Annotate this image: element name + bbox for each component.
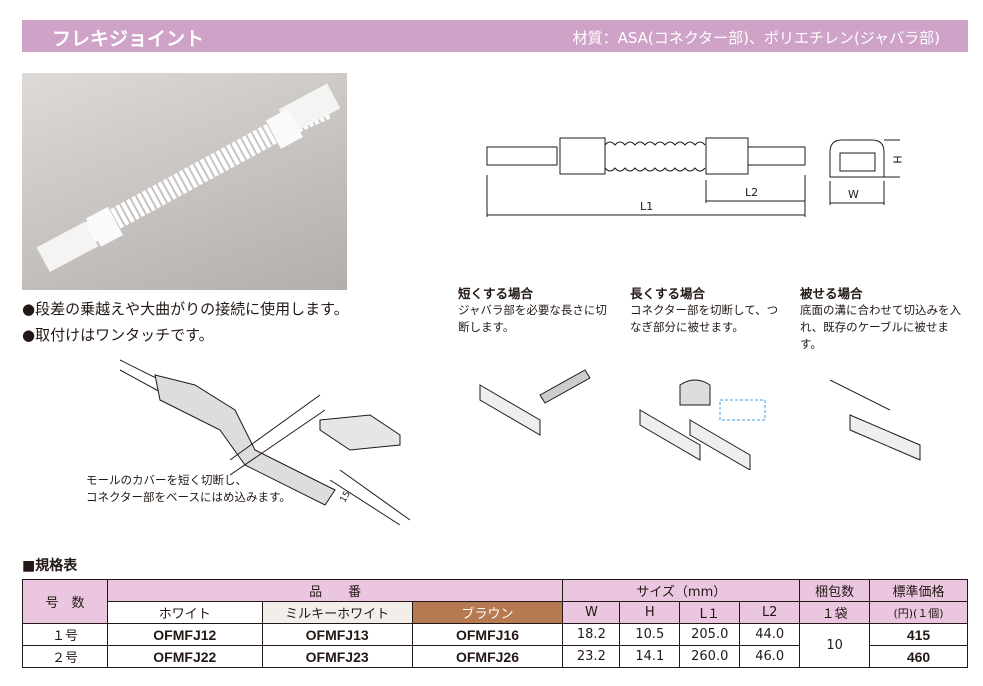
case-text: ジャバラ部を必要な長さに切断します。: [458, 303, 607, 334]
cell-white: OFMFJ22: [106, 645, 263, 668]
cell-number: ２号: [22, 645, 108, 668]
cell-brown: OFMFJ26: [411, 645, 564, 668]
title-banner: フレキジョイント 材質：ASA(コネクター部)、ポリエチレン(ジャバラ部): [22, 20, 968, 52]
l2-label: L2: [745, 186, 759, 199]
cell-l2: 44.0: [739, 623, 801, 646]
case-title: 長くする場合: [630, 286, 706, 301]
header-size: サイズ（mm）: [562, 579, 801, 602]
w-label: W: [848, 188, 859, 201]
header-price2: (円)(１個): [869, 601, 968, 624]
table-row: ２号 OFMFJ22 OFMFJ23 OFMFJ26 23.2 14.1 260…: [22, 645, 968, 668]
cell-price: 460: [869, 645, 968, 668]
case-title: 短くする場合: [458, 286, 534, 301]
case-illustrations: [479, 369, 921, 470]
header-part: 品 番: [106, 579, 564, 602]
cell-l2: 46.0: [739, 645, 801, 668]
header-l1: L１: [679, 601, 741, 624]
table-row: １号 OFMFJ12 OFMFJ13 OFMFJ16 18.2 10.5 205…: [22, 623, 968, 668]
product-title: フレキジョイント: [52, 28, 205, 50]
header-h: H: [619, 601, 681, 624]
dimension-drawing: [486, 137, 900, 217]
cell-milky: OFMFJ13: [261, 623, 413, 646]
case-text: コネクター部を切断して、つなぎ部分に被せます。: [630, 303, 779, 334]
header-pack: 梱包数: [799, 579, 871, 602]
install-illustration: [120, 359, 411, 525]
feature-2: ●取付けはワンタッチです。: [22, 326, 214, 344]
cell-brown: OFMFJ16: [411, 623, 564, 646]
case-title: 被せる場合: [800, 286, 863, 301]
header-price: 標準価格: [869, 579, 968, 602]
install-note-line-1: モールのカバーを短く切断し、: [86, 473, 247, 487]
spec-table: 号 数 品 番 サイズ（mm） 梱包数 標準価格 ホワイト ミルキーホワイト ブ…: [22, 579, 968, 668]
h-label: H: [890, 155, 904, 164]
case-lengthen: 長くする場合 コネクター部を切断して、つなぎ部分に被せます。: [630, 285, 780, 336]
feature-1: ●段差の乗越えや大曲がりの接続に使用します。: [22, 300, 349, 318]
install-note-line-2: コネクター部をベースにはめ込みます。: [86, 490, 291, 504]
header-milky: ミルキーホワイト: [261, 601, 413, 624]
product-photo: [22, 73, 347, 290]
cell-number: １号: [22, 623, 108, 646]
flex-joint-image: [36, 83, 341, 273]
cell-price: 415: [869, 623, 968, 646]
cell-pack: 10: [799, 623, 871, 668]
l1-label: L1: [640, 200, 654, 213]
spec-section-title: ■規格表: [22, 558, 78, 574]
install-note: モールのカバーを短く切断し、 コネクター部をベースにはめ込みます。: [86, 472, 291, 506]
cell-h: 10.5: [619, 623, 681, 646]
cell-l1: 205.0: [679, 623, 741, 646]
header-l2: L2: [739, 601, 801, 624]
cell-w: 23.2: [562, 645, 621, 668]
header-number: 号 数: [22, 579, 108, 624]
cell-white: OFMFJ12: [106, 623, 263, 646]
header-brown: ブラウン: [411, 601, 564, 624]
case-shorten: 短くする場合 ジャバラ部を必要な長さに切断します。: [458, 285, 618, 336]
cell-l1: 260.0: [679, 645, 741, 668]
material-text: 材質：ASA(コネクター部)、ポリエチレン(ジャバラ部): [572, 29, 940, 47]
cell-w: 18.2: [562, 623, 621, 646]
header-white: ホワイト: [106, 601, 263, 624]
header-pack2: １袋: [799, 601, 871, 624]
cell-milky: OFMFJ23: [261, 645, 413, 668]
cell-h: 14.1: [619, 645, 681, 668]
case-text: 底面の溝に合わせて切込みを入れ、既存のケーブルに被せます。: [800, 303, 961, 351]
header-w: W: [562, 601, 621, 624]
case-cover: 被せる場合 底面の溝に合わせて切込みを入れ、既存のケーブルに被せます。: [800, 285, 968, 353]
